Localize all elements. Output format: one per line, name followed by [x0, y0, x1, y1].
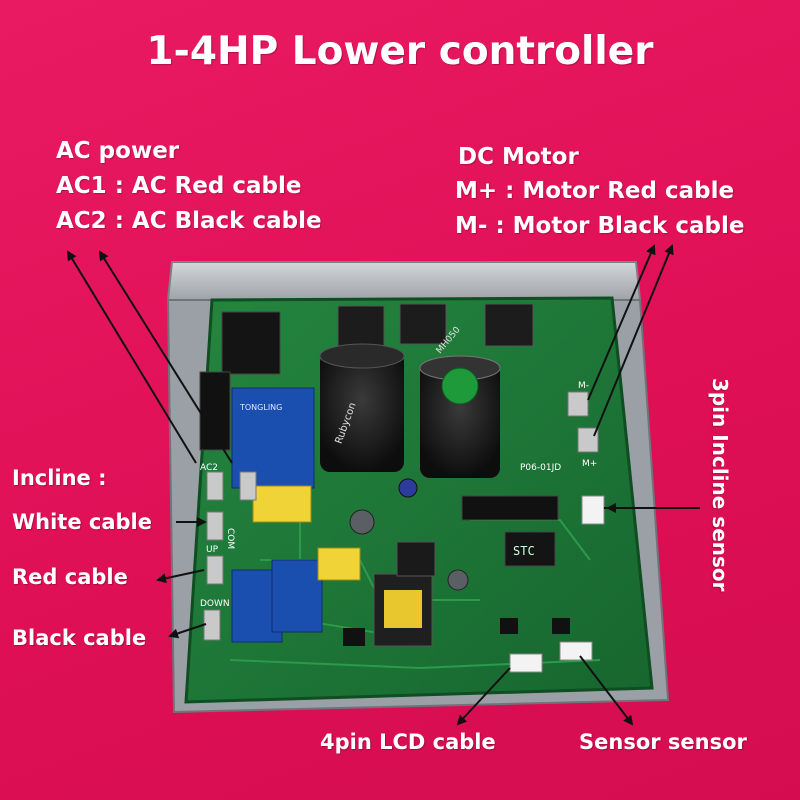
silk-m-minus: M- — [578, 381, 589, 391]
silk-com: COM — [225, 528, 235, 549]
silk-up: UP — [206, 545, 219, 555]
arrow-lcd — [456, 667, 511, 726]
sensor-label: Sensor sensor — [579, 730, 747, 754]
arrow-m-minus — [587, 244, 656, 401]
red-cable-label: Red cable — [12, 565, 128, 589]
motor-plus-label: M+ : Motor Red cable — [455, 178, 735, 204]
fuse-block — [199, 371, 231, 451]
incline-sensor-label: 3pin Incline sensor — [708, 378, 732, 592]
relay-marking: TONGLING — [239, 403, 282, 412]
silk-ac2: AC2 — [200, 463, 218, 473]
film-capacitors — [252, 485, 433, 647]
relays: TONGLING — [231, 387, 323, 643]
ics: STC — [343, 495, 570, 646]
terminals — [203, 391, 605, 673]
pointer-arrows — [66, 244, 700, 726]
silk-model: P06-01JD — [520, 463, 561, 473]
arrow-m-plus — [593, 244, 674, 437]
electrolytic-capacitors — [319, 343, 501, 478]
dc-motor-heading: DC Motor — [458, 144, 579, 170]
lcd-cable-label: 4pin LCD cable — [320, 730, 496, 754]
silk-down: DOWN — [200, 599, 230, 609]
arrow-red-cable — [156, 569, 205, 584]
motor-minus-label: M- : Motor Black cable — [455, 213, 745, 239]
small-capacitors — [349, 478, 469, 591]
arrow-ac2 — [98, 250, 233, 464]
arrow-black-cable — [168, 623, 207, 639]
power-transistors — [221, 303, 534, 375]
incline-heading: Incline : — [12, 466, 107, 490]
arrow-ac1 — [66, 250, 197, 464]
ac-power-heading: AC power — [56, 138, 180, 164]
page-title: 1-4HP Lower controller — [146, 29, 654, 74]
arrow-sensor — [579, 655, 634, 726]
ac1-label: AC1 : AC Red cable — [56, 173, 302, 199]
black-cable-label: Black cable — [12, 626, 147, 650]
ac2-label: AC2 : AC Black cable — [56, 208, 322, 234]
mcu-marking: STC — [513, 544, 535, 558]
white-cable-label: White cable — [12, 510, 152, 534]
silk-m-plus: M+ — [582, 459, 597, 469]
